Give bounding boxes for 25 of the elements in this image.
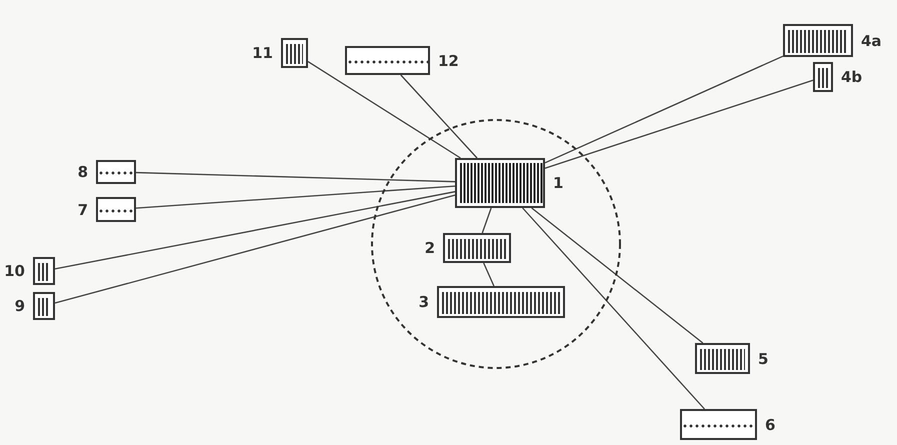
connector-line [54,194,456,304]
connector-line [136,185,456,209]
callout-number: 3 [418,293,429,311]
callout-number: 6 [765,416,776,434]
callout-number: 9 [14,297,25,315]
connector-line [531,207,704,344]
connector-line [544,80,814,169]
callout-number: 8 [78,163,88,181]
callout-number: 10 [4,262,25,280]
callout-number: 5 [758,350,768,368]
callout-number: 1 [553,174,564,192]
connector-line [54,191,456,270]
connector-line [136,172,456,182]
callout-number: 2 [424,239,435,257]
callout-number: 4a [861,32,882,50]
connector-line [483,262,494,286]
connector-line [482,208,492,234]
callout-number: 11 [252,44,273,62]
connector-line [308,61,461,159]
callout-number: 12 [438,52,459,70]
callout-number: 4b [841,68,862,86]
connector-line [522,208,705,410]
connector-line [400,74,478,158]
callout-number: 7 [78,200,88,218]
connector-line [544,56,784,164]
